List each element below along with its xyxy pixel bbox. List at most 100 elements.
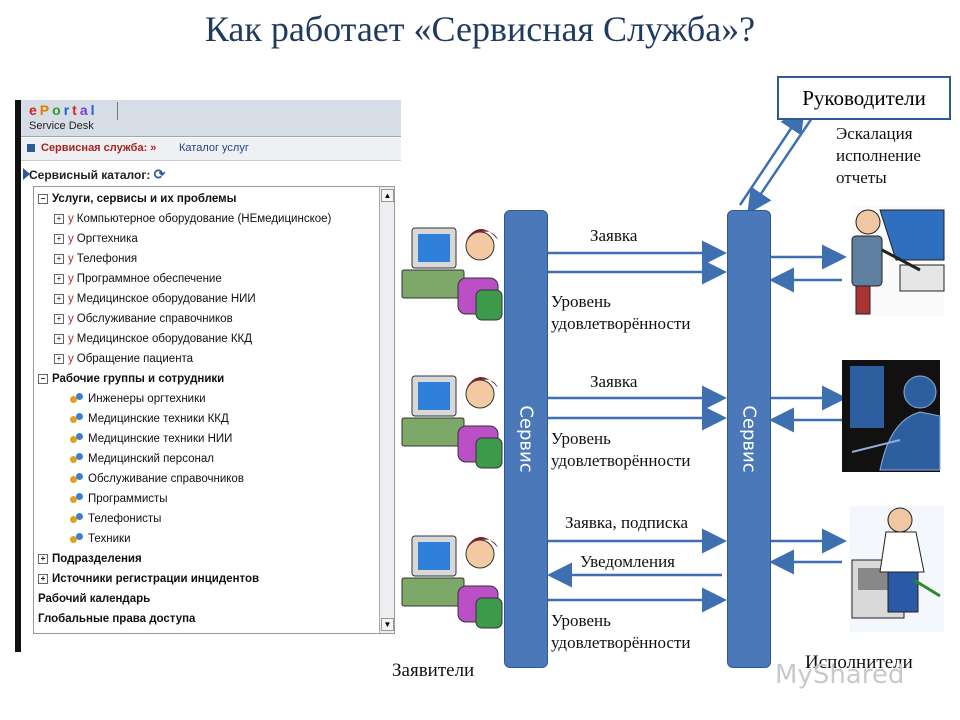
tree-item[interactable]: −Услуги, сервисы и их проблемы [38, 189, 236, 209]
expand-icon[interactable]: + [54, 273, 64, 284]
service-marker: у [68, 313, 74, 325]
catalog-title-text: Сервисный каталог: [29, 168, 151, 182]
scroll-up-icon[interactable]: ▲ [381, 189, 394, 202]
logo-letter: l [90, 102, 98, 118]
people-icon [70, 492, 84, 505]
tree-item[interactable]: Рабочий календарь [38, 589, 150, 609]
expand-icon[interactable]: + [54, 333, 64, 344]
people-icon [70, 452, 84, 465]
request-label-2: Заявка [590, 372, 638, 391]
tree-item[interactable]: Глобальные права доступа [38, 609, 195, 629]
people-icon [70, 472, 84, 485]
tree-item-label: Услуги, сервисы и их проблемы [52, 193, 237, 205]
refresh-icon[interactable]: ⟳ [153, 166, 166, 182]
tree-item[interactable]: Медицинский персонал [70, 449, 214, 469]
expand-icon[interactable]: + [38, 573, 48, 584]
tree-item-label: Медицинский персонал [88, 453, 214, 465]
requester-2-icon [401, 375, 503, 469]
arrow-to-managers [738, 107, 805, 206]
escalation-line-2: исполнение [836, 146, 921, 165]
tree-item-label: Медицинские техники НИИ [88, 433, 233, 445]
satisfaction-3-line-1: Уровень [551, 611, 611, 630]
expand-icon[interactable]: + [54, 313, 64, 324]
tree-item[interactable]: + Источники регистрации инцидентов [38, 569, 259, 589]
satisfaction-label-3: Уровень удовлетворённости [551, 610, 691, 654]
service-marker: у [68, 213, 74, 225]
watermark: MyShared [775, 660, 905, 690]
expand-icon[interactable]: + [54, 213, 64, 224]
expand-icon[interactable]: + [54, 353, 64, 364]
executors-label: Исполнители [805, 652, 913, 673]
tree-item[interactable]: +Подразделения [38, 549, 142, 569]
tree-item-label: Оргтехника [76, 233, 138, 245]
tree-item-label: Медицинские техники ККД [88, 413, 229, 425]
tree-item-label: Глобальные права доступа [38, 613, 196, 625]
people-icon [70, 392, 84, 405]
logo-letter: e [29, 102, 40, 118]
logo-letter: r [63, 102, 73, 118]
collapse-icon[interactable]: − [38, 193, 48, 204]
executor-1-icon [851, 206, 945, 316]
tree-item[interactable]: Телефонисты [70, 509, 161, 529]
tree-item[interactable]: Техники [70, 529, 131, 549]
service-pillar-left: Сервис [504, 210, 548, 668]
eportal-logo[interactable]: ePortal [29, 102, 98, 118]
tree-scrollbar[interactable]: ▲ ▼ [379, 187, 394, 633]
tree-item[interactable]: Обслуживание справочников [70, 469, 244, 489]
managers-box: Руководители [777, 76, 951, 120]
logo-letter: o [52, 102, 64, 118]
service-marker: у [68, 353, 74, 365]
executor-2-icon [842, 360, 941, 472]
expand-icon[interactable]: + [54, 233, 64, 244]
request-label-1: Заявка [590, 226, 638, 245]
service-marker: у [68, 273, 74, 285]
service-pillar-right: Сервис [727, 210, 771, 668]
tree-item[interactable]: Инженеры оргтехники [70, 389, 206, 409]
breadcrumb-current[interactable]: Каталог услуг [179, 142, 249, 154]
tree-item[interactable]: Медицинские техники ККД [70, 409, 229, 429]
tree-item-label: Медицинское оборудование ККД [76, 333, 253, 345]
tree-item-label: Программисты [88, 493, 168, 505]
tree-item-label: Обслуживание справочников [76, 313, 233, 325]
expand-icon[interactable]: + [54, 253, 64, 264]
requesters-label: Заявители [392, 660, 475, 681]
collapse-icon[interactable]: − [38, 373, 48, 384]
tree-item[interactable]: Медицинские техники НИИ [70, 429, 232, 449]
expand-icon[interactable]: + [38, 553, 48, 564]
tree-item-label: Обслуживание справочников [88, 473, 244, 485]
slide-title: Как работает «Сервисная Служба»? [204, 9, 756, 49]
expand-icon[interactable]: + [54, 293, 64, 304]
catalog-arrow-icon [23, 168, 30, 180]
tree-item[interactable]: Программисты [70, 489, 168, 509]
escalation-line-3: отчеты [836, 168, 887, 187]
scroll-down-icon[interactable]: ▼ [381, 618, 394, 631]
logo-letter: t [72, 102, 80, 118]
tree-item-label: Рабочий календарь [38, 593, 151, 605]
satisfaction-3-line-2: удовлетворённости [551, 633, 691, 652]
tree-item-label: Техники [88, 533, 131, 545]
people-icon [70, 512, 84, 525]
escalation-text: Эскалация исполнение отчеты [836, 123, 921, 189]
breadcrumb-icon [27, 144, 35, 152]
people-icon [70, 532, 84, 545]
tree-item-label: Источники регистрации инцидентов [52, 573, 260, 585]
service-label-right: Сервис [738, 405, 760, 473]
portal-header: ePortal Service Desk [21, 100, 401, 137]
arrow-from-managers [747, 117, 814, 215]
service-marker: у [68, 333, 74, 345]
tree-item[interactable]: −Рабочие группы и сотрудники [38, 369, 224, 389]
breadcrumb-root[interactable]: Сервисная служба: » [41, 142, 157, 154]
catalog-title: Сервисный каталог: ⟳ [29, 166, 165, 183]
satisfaction-2-line-1: Уровень [551, 429, 611, 448]
notifications-label: Уведомления [580, 552, 675, 571]
